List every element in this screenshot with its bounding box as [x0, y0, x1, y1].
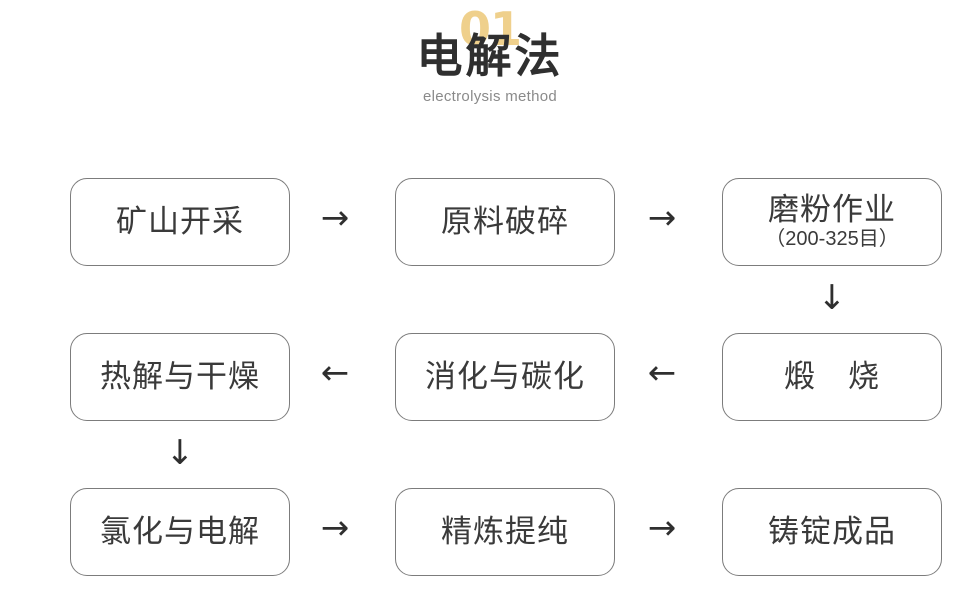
flow-node-sublabel: （200-325目）: [765, 228, 899, 250]
flow-node-label: 磨粉作业: [768, 192, 896, 227]
flow-node-label: 原料破碎: [441, 204, 569, 239]
arrow-pyrolysis-to-electrolysis: ↓: [165, 433, 195, 473]
arrow-mining-to-crushing: →: [320, 198, 350, 238]
flow-node-label: 煅 烧: [784, 359, 880, 394]
page-header: 01 电解法 electrolysis method: [0, 0, 980, 120]
flow-node-carbonation: 消化与碳化: [395, 333, 615, 421]
header-lockup: 01 电解法 electrolysis method: [330, 6, 650, 116]
flow-node-label: 消化与碳化: [425, 359, 585, 394]
flow-node-milling: 磨粉作业 （200-325目）: [722, 178, 942, 266]
flow-node-label: 热解与干燥: [100, 359, 260, 394]
flow-node-label: 氯化与电解: [100, 514, 260, 549]
flow-node-electrolysis: 氯化与电解: [70, 488, 290, 576]
page-title: 电解法: [416, 30, 564, 82]
section-number: 01: [458, 2, 522, 56]
flow-node-crushing: 原料破碎: [395, 178, 615, 266]
flow-node-label: 矿山开采: [116, 204, 244, 239]
arrow-electrolysis-to-refining: →: [320, 508, 350, 548]
flow-node-ingot: 铸锭成品: [722, 488, 942, 576]
flow-node-label: 铸锭成品: [768, 514, 896, 549]
process-flow-diagram: 矿山开采 → 原料破碎 → 磨粉作业 （200-325目） ↓ 热解与干燥 ← …: [0, 150, 980, 610]
page-subtitle: electrolysis method: [422, 88, 558, 105]
arrow-carbonation-to-pyrolysis: ←: [320, 353, 350, 393]
arrow-crushing-to-milling: →: [647, 198, 677, 238]
flow-node-mining: 矿山开采: [70, 178, 290, 266]
flow-node-refining: 精炼提纯: [395, 488, 615, 576]
arrow-calcination-to-carbonation: ←: [647, 353, 677, 393]
flow-node-label: 精炼提纯: [441, 514, 569, 549]
arrow-milling-to-calcination: ↓: [817, 278, 847, 318]
arrow-refining-to-ingot: →: [647, 508, 677, 548]
flow-node-calcination: 煅 烧: [722, 333, 942, 421]
flow-node-pyrolysis: 热解与干燥: [70, 333, 290, 421]
